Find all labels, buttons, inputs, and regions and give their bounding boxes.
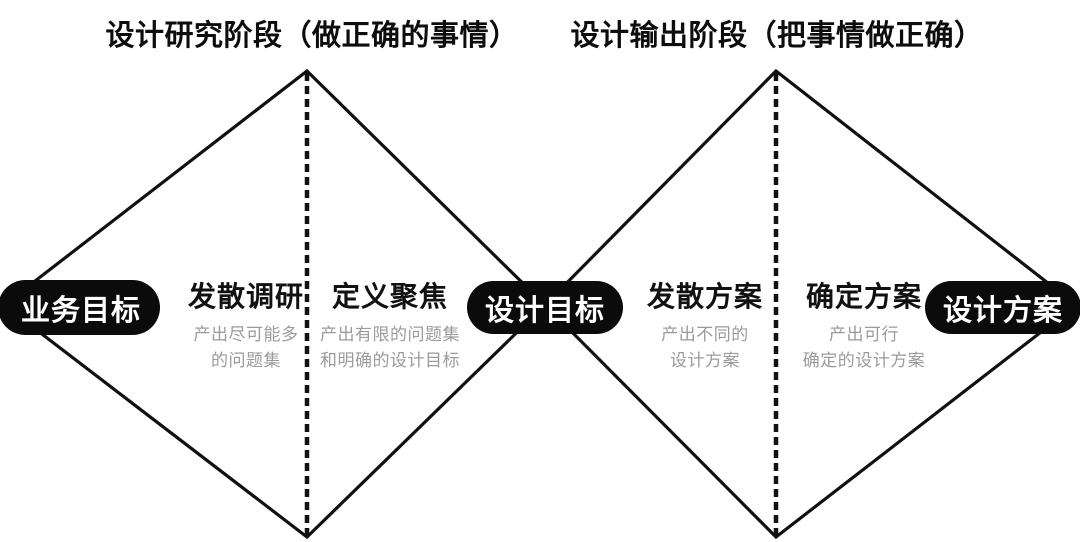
node-design-solution: 设计方案: [925, 281, 1080, 334]
phase-title-output: 设计输出阶段（把事情做正确）: [570, 20, 984, 52]
stage-heading-define-focus: 定义聚焦: [331, 281, 448, 312]
stage-heading-diverge-research: 发散调研: [187, 281, 304, 312]
stage-desc-diverge-research: 产出尽可能多 的问题集: [193, 325, 299, 370]
stage-desc-decide-solution: 产出可行 确定的设计方案: [802, 325, 926, 370]
stage-diverge-solution: 发散方案 产出不同的 设计方案: [625, 280, 785, 374]
node-business-goal: 业务目标: [0, 280, 160, 335]
stage-define-focus: 定义聚焦 产出有限的问题集 和明确的设计目标: [306, 280, 474, 374]
stage-heading-decide-solution: 确定方案: [805, 281, 922, 312]
stage-desc-diverge-solution: 产出不同的 设计方案: [661, 325, 749, 370]
node-design-goal: 设计目标: [467, 281, 623, 334]
phase-title-research: 设计研究阶段（做正确的事情）: [105, 20, 519, 52]
stage-desc-define-focus: 产出有限的问题集 和明确的设计目标: [320, 325, 460, 370]
stage-diverge-research: 发散调研 产出尽可能多 的问题集: [166, 280, 326, 374]
stage-heading-diverge-solution: 发散方案: [646, 281, 763, 312]
stage-decide-solution: 确定方案 产出可行 确定的设计方案: [780, 280, 948, 374]
